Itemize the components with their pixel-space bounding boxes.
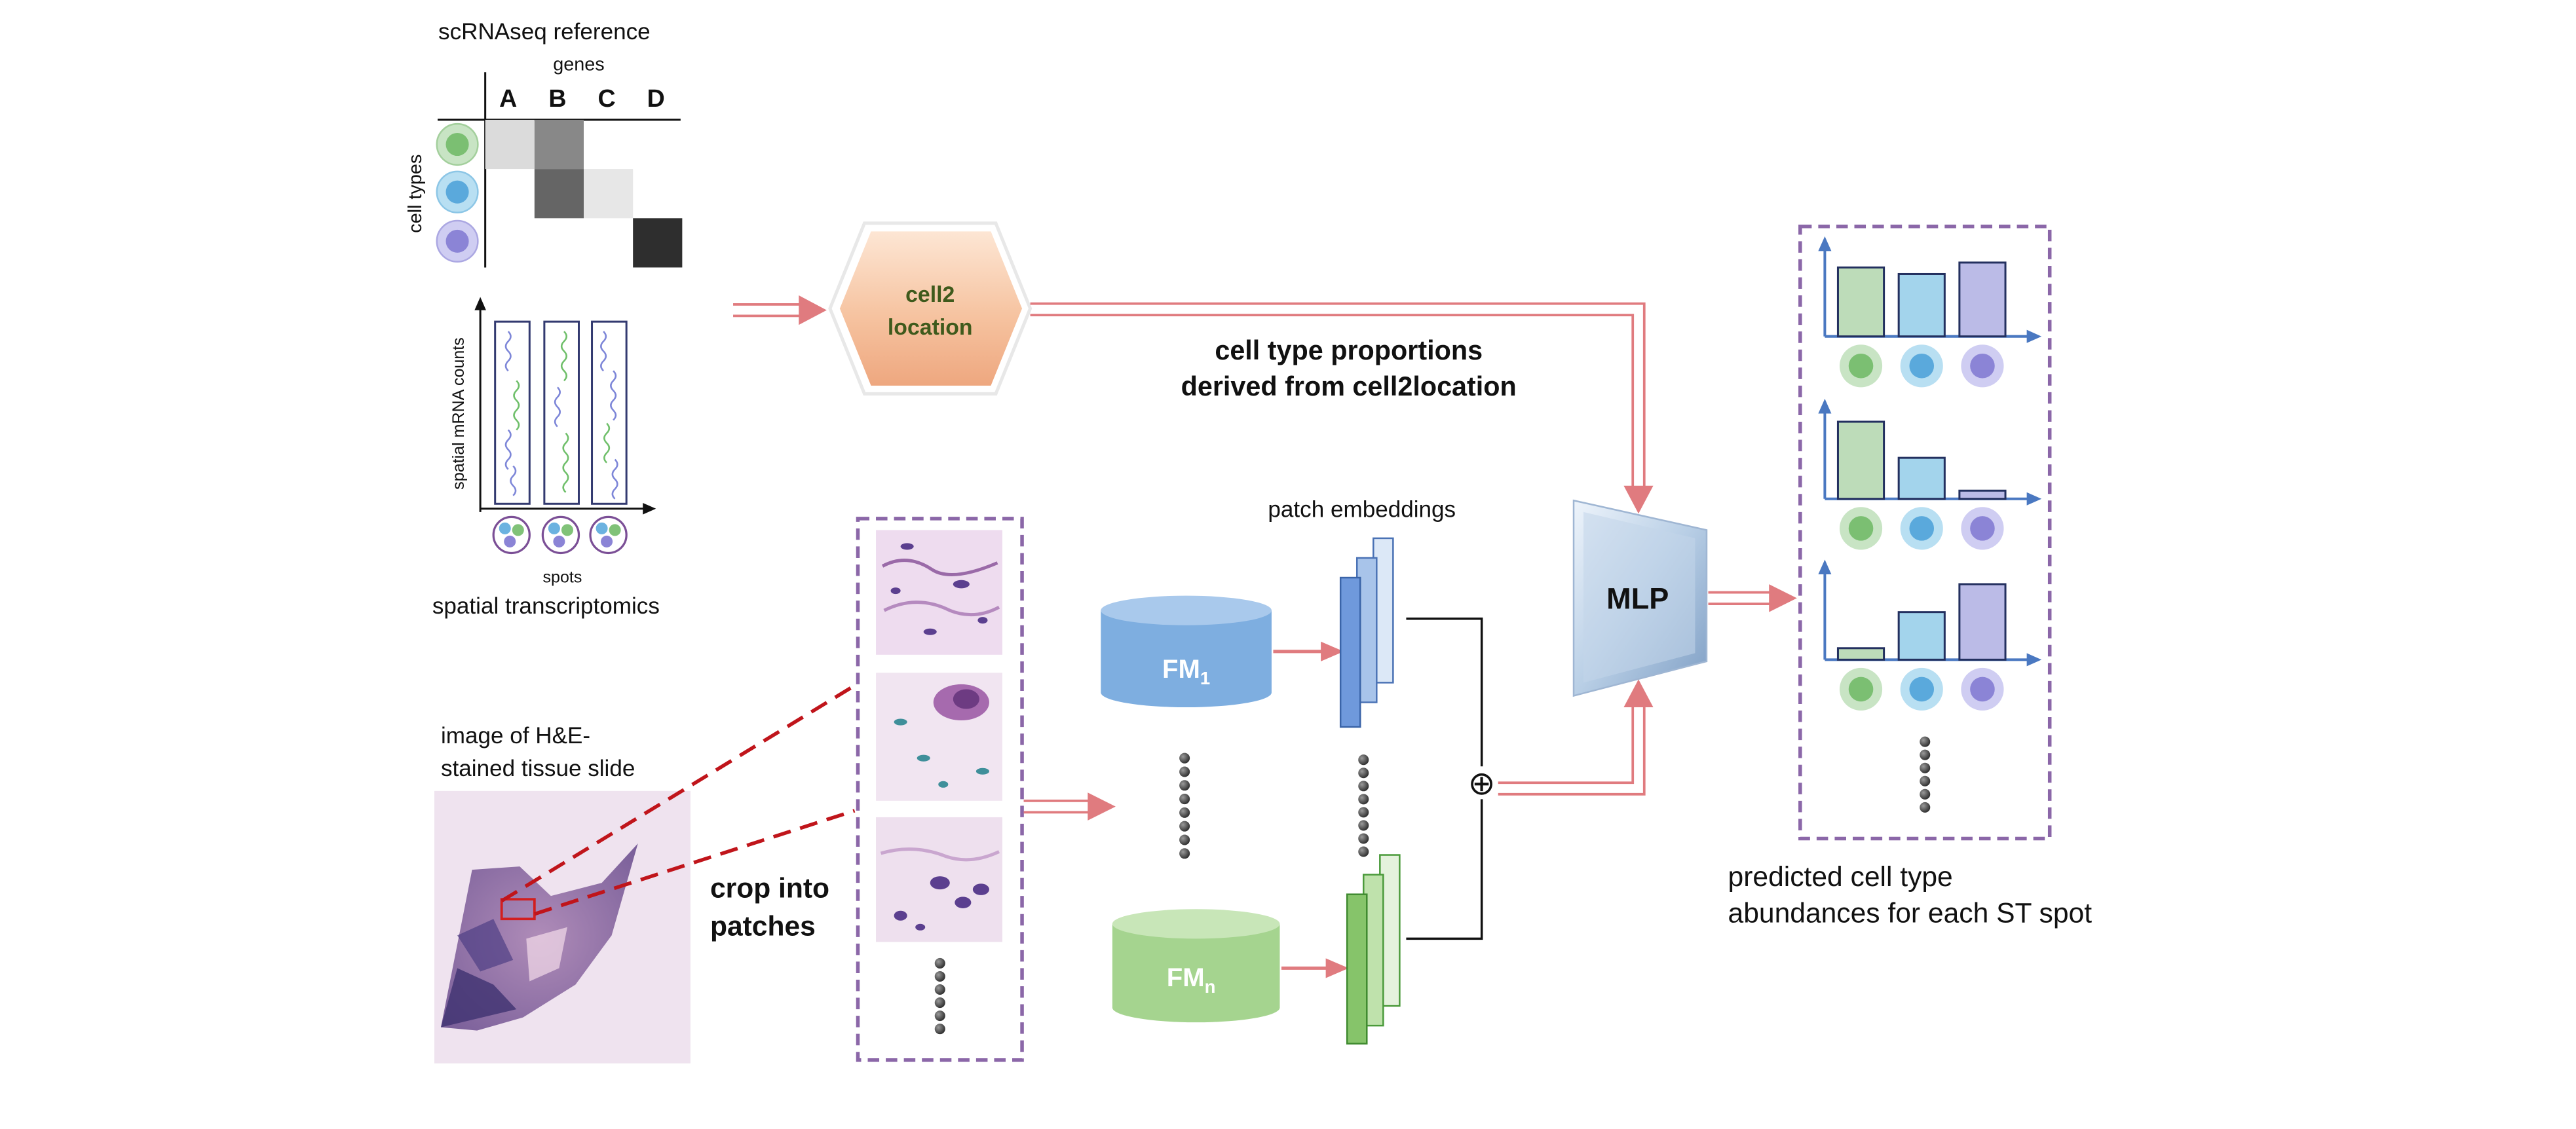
blue-cell-icon [1900,507,1943,550]
arrow-fmn-to-embedding [1281,958,1349,978]
output-caption-line2: abundances for each ST spot [1728,897,2093,929]
output-bar-spot3-type1 [1836,647,1885,661]
mlp-block: MLP [1572,499,1708,697]
mlp-label: MLP [1606,582,1669,616]
blue-cell-icon [1900,344,1943,388]
arrow-concat-to-mlp [1498,679,1654,796]
output-chart-spot-2 [1818,398,2042,550]
matrix-cell-r1-b [534,119,584,170]
cell-types-label: cell types [405,155,426,233]
scrna-title: scRNAseq reference [438,19,651,45]
patch-1 [876,530,1002,655]
spatial-transcriptomics-panel: spatial mRNA counts spots spatial trans [432,297,660,619]
arrow-mlp-to-output [1708,584,1797,612]
output-bar-spot2-type3 [1958,489,2007,500]
he-caption-line2: stained tissue slide [441,756,635,781]
fm-vertical-dots-icon [1179,752,1190,859]
proportions-line1: cell type proportions [1215,335,1483,365]
output-bar-spot2-type2 [1897,456,1946,500]
fm1-cylinder: FM1 [1101,595,1272,708]
cell2location-line2: location [888,315,973,340]
matrix-cell-r2-c [584,169,634,219]
patches-vertical-dots-icon [934,957,945,1035]
matrix-cell-r1-a [485,119,535,170]
gene-column-headers: A B C D [499,84,665,112]
he-caption-line1: image of H&E- [441,723,590,749]
arrow-cell2location-to-mlp [1030,302,1654,514]
output-bar-spot1-type2 [1897,272,1946,338]
fmn-subscript: n [1205,976,1216,997]
st-spot-circles [492,515,628,555]
output-caption-line1: predicted cell type [1728,861,1953,893]
output-bar-spot3-type3 [1958,583,2007,661]
crop-region-marker [500,898,536,921]
output-bar-spot3-type2 [1897,611,1946,661]
blue-cell-icon [436,170,479,213]
fmn-cylinder: FMn [1112,909,1280,1023]
fmn-label: FM [1167,963,1205,992]
scrna-reference-panel: scRNAseq reference genes cell types A B C D [405,19,683,268]
green-cell-icon [436,122,479,166]
output-bar-spot2-type1 [1836,420,1885,500]
st-xlabel: spots [542,568,582,587]
st-ylabel: spatial mRNA counts [449,337,468,489]
st-spot-1 [492,515,531,555]
purple-cell-icon [1961,344,2004,388]
output-bar-spot1-type1 [1836,266,1885,338]
fm1-embedding-stack [1339,537,1394,728]
gene-header-a: A [499,84,517,112]
green-cell-icon [1839,344,1883,388]
concat-connector: ⊕ [1406,617,1497,940]
crop-label-line1: crop into [710,873,829,904]
purple-cell-icon [1961,507,2004,550]
output-spot-charts [1818,236,2042,711]
patch-3 [876,817,1002,942]
st-y-axis-arrowhead [474,297,486,310]
st-caption: spatial transcriptomics [432,593,660,619]
crop-label-line2: patches [710,910,816,942]
output-vertical-dots-icon [1920,736,1931,813]
green-cell-icon [1839,667,1883,711]
expression-matrix [485,119,683,268]
proportions-line2: derived from cell2location [1181,371,1517,401]
arrow-patches-to-fms [1023,792,1116,821]
spot-column-2 [543,320,580,505]
fmn-embedding-stack [1346,854,1401,1045]
cell2location-line1: cell2 [905,282,955,307]
gene-header-c: C [598,84,616,112]
patches-dashed-box [856,517,1024,1062]
purple-cell-icon [1961,667,2004,711]
st-x-axis-arrowhead [643,503,656,515]
arrow-fm1-to-embedding [1273,641,1344,661]
embedding-vertical-dots-icon [1358,754,1369,857]
fm1-subscript: 1 [1200,668,1210,688]
output-chart-spot-1 [1818,236,2042,388]
spot-column-3 [591,320,628,505]
output-chart-spot-3 [1818,559,2042,711]
genes-label: genes [553,54,604,75]
blue-cell-icon [1900,667,1943,711]
patch-embeddings-label: patch embeddings [1268,496,1456,522]
arrow-to-cell2location [733,295,827,325]
gene-header-b: B [548,84,566,112]
matrix-cell-r2-b [534,169,584,219]
patch-2 [876,673,1002,801]
he-tissue-slide-image [434,790,691,1064]
st-spot-2 [541,515,580,555]
green-cell-icon [1839,507,1883,550]
fm1-label: FM [1162,655,1200,684]
crop-guide-lines [501,686,856,916]
st-spot-3 [589,515,628,555]
svg-text:FM1: FM1 [1162,655,1210,688]
concat-symbol-icon: ⊕ [1468,765,1496,802]
spot-column-1 [494,320,531,505]
cell2location-hexagon: cell2 location [828,221,1032,396]
svg-text:FMn: FMn [1167,963,1216,997]
output-dashed-box [1798,225,2052,841]
matrix-cell-r3-d [633,218,683,268]
gene-header-d: D [647,84,665,112]
output-bar-spot1-type3 [1958,261,2007,338]
purple-cell-icon [436,219,479,263]
